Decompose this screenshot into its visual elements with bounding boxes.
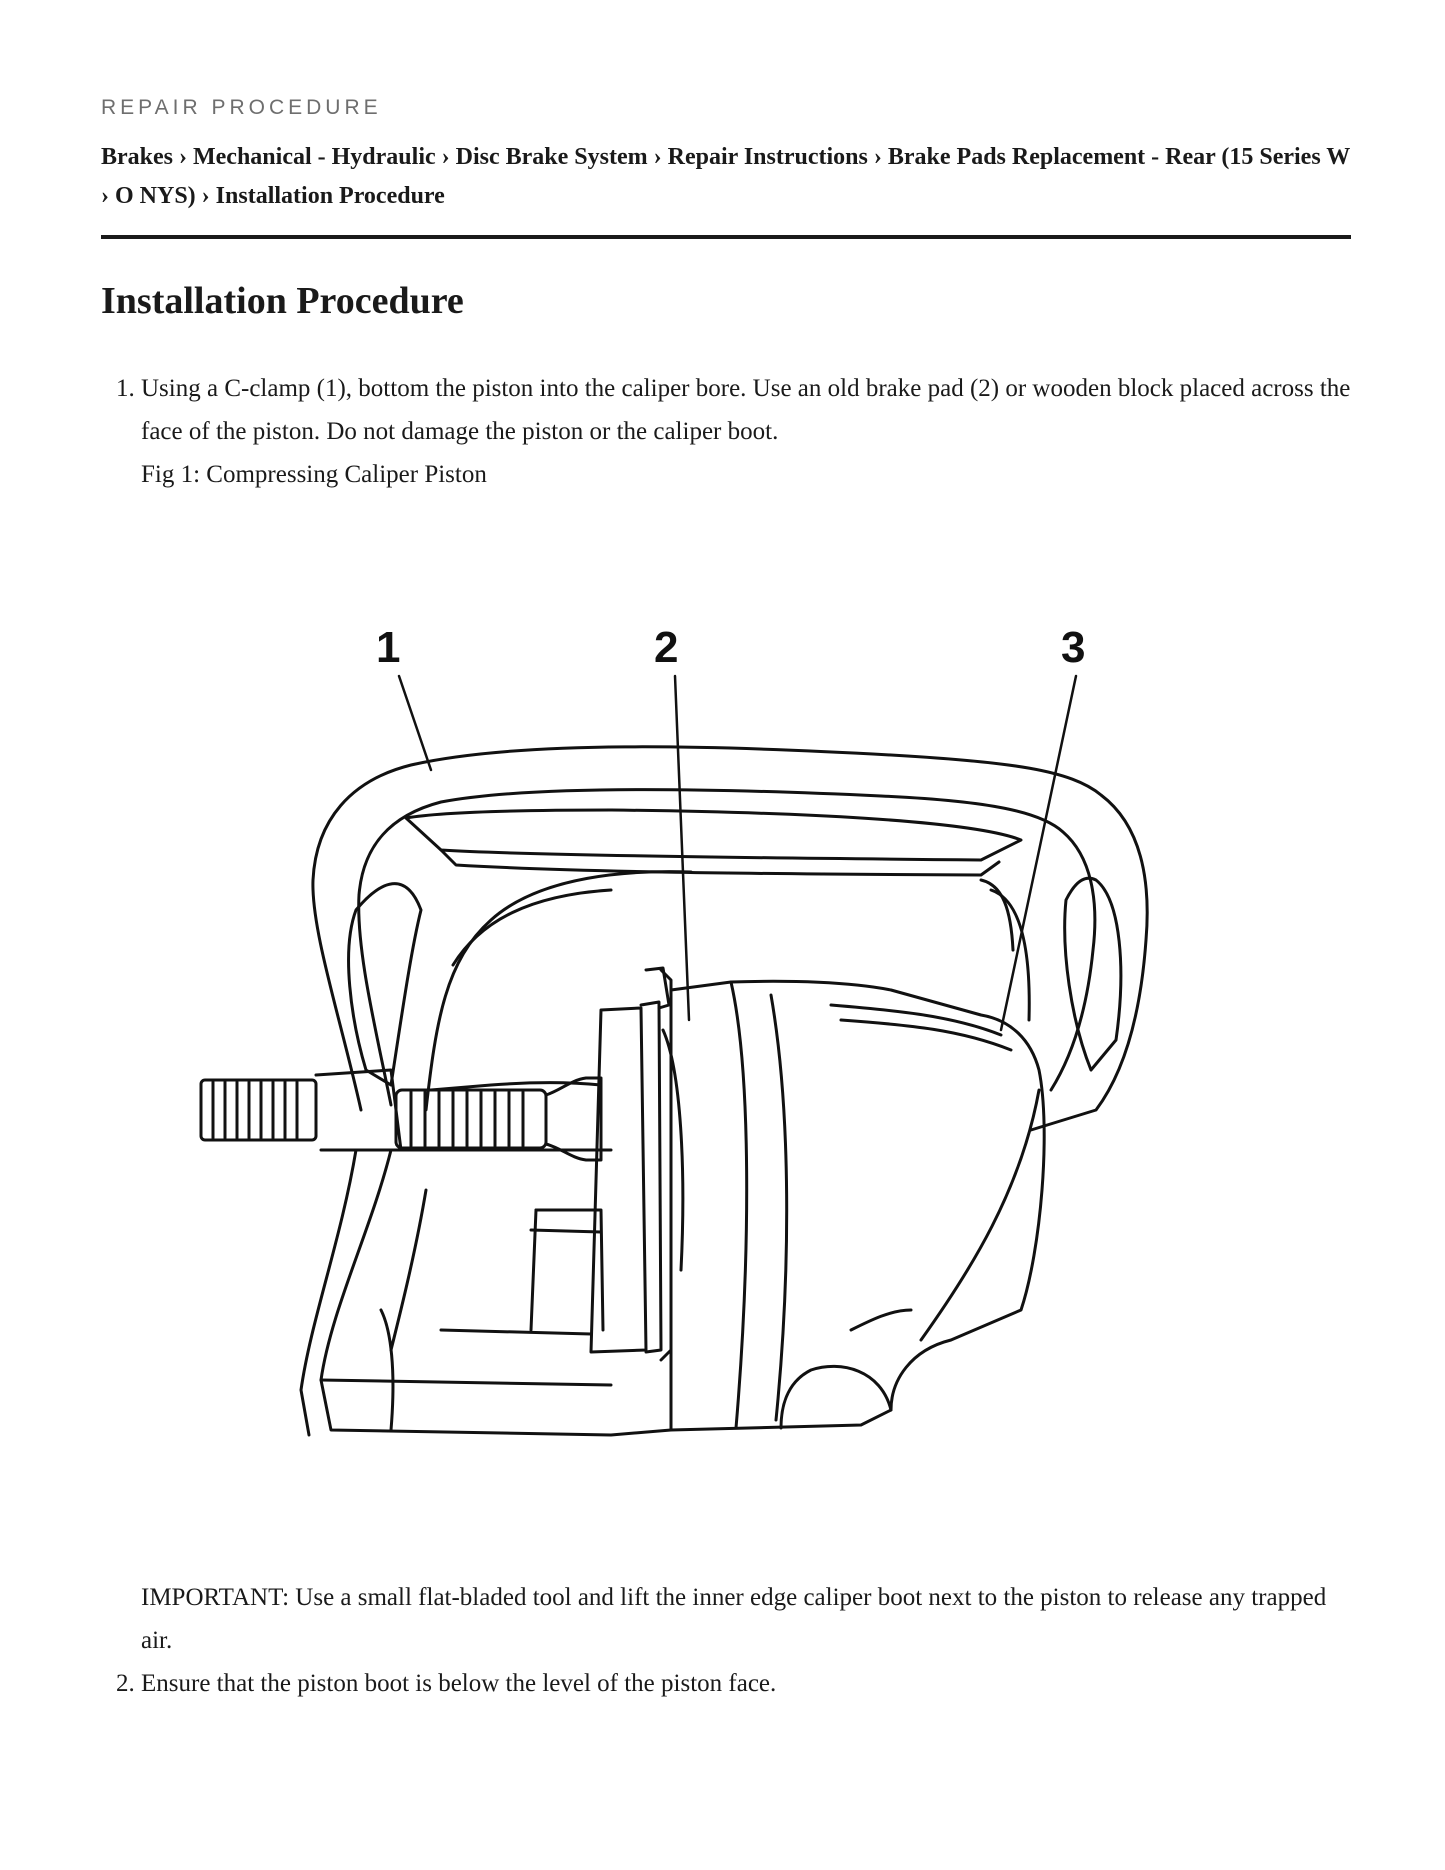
important-note: IMPORTANT: Use a small flat-bladed tool … [141, 1584, 1327, 1654]
breadcrumb-separator: › [101, 183, 109, 209]
caliper-body [661, 979, 1046, 1432]
brake-pad-block [589, 966, 673, 1362]
step-item: Ensure that the piston boot is below the… [141, 1662, 1351, 1705]
breadcrumb-separator: › [201, 183, 210, 209]
callout-label-2: 2 [654, 623, 678, 672]
breadcrumb-separator: › [873, 144, 882, 170]
breadcrumb-separator: › [179, 144, 187, 170]
breadcrumb: Brakes › Mechanical - Hydraulic › Disc B… [101, 138, 1351, 216]
callout-label-1: 1 [376, 623, 400, 672]
step-1-text: Using a C-clamp (1), bottom the piston i… [141, 375, 1351, 445]
step-item: Using a C-clamp (1), bottom the piston i… [141, 367, 1351, 1662]
header-divider [101, 235, 1351, 239]
page-title: Installation Procedure [101, 280, 464, 322]
breadcrumb-item-mechanical-hydraulic[interactable]: Mechanical - Hydraulic [193, 144, 436, 170]
step-2-text: Ensure that the piston boot is below the… [141, 1670, 777, 1697]
breadcrumb-separator: › [653, 144, 662, 170]
clamp-screw [199, 1068, 403, 1152]
callout-label-3: 3 [1061, 623, 1085, 672]
breadcrumb-item-brakes[interactable]: Brakes [101, 144, 173, 170]
caliper-bracket [299, 1081, 673, 1437]
breadcrumb-item-repair-instructions[interactable]: Repair Instructions [667, 144, 868, 170]
breadcrumb-separator: › [441, 144, 450, 170]
c-clamp-frame [311, 745, 1149, 1132]
callout-leaders [397, 674, 1078, 1032]
threaded-rod [394, 1076, 603, 1162]
figure-caption: Fig 1: Compressing Caliper Piston [141, 461, 487, 488]
procedure-steps: Using a C-clamp (1), bottom the piston i… [101, 367, 1351, 1705]
breadcrumb-item-brake-pads-replacement[interactable]: Brake Pads Replacement - Rear (15 Series… [887, 144, 1350, 170]
section-kicker: REPAIR PROCEDURE [101, 96, 382, 119]
caliper-figure: 1 2 3 [191, 550, 1251, 1550]
breadcrumb-item-installation-procedure[interactable]: Installation Procedure [215, 183, 445, 209]
document-page: REPAIR PROCEDURE Brakes › Mechanical - H… [101, 92, 1351, 1705]
breadcrumb-item-disc-brake-system[interactable]: Disc Brake System [455, 144, 648, 170]
breadcrumb-item-o-nys[interactable]: O NYS) [115, 183, 196, 209]
caliper-illustration: 1 2 3 [199, 623, 1149, 1437]
